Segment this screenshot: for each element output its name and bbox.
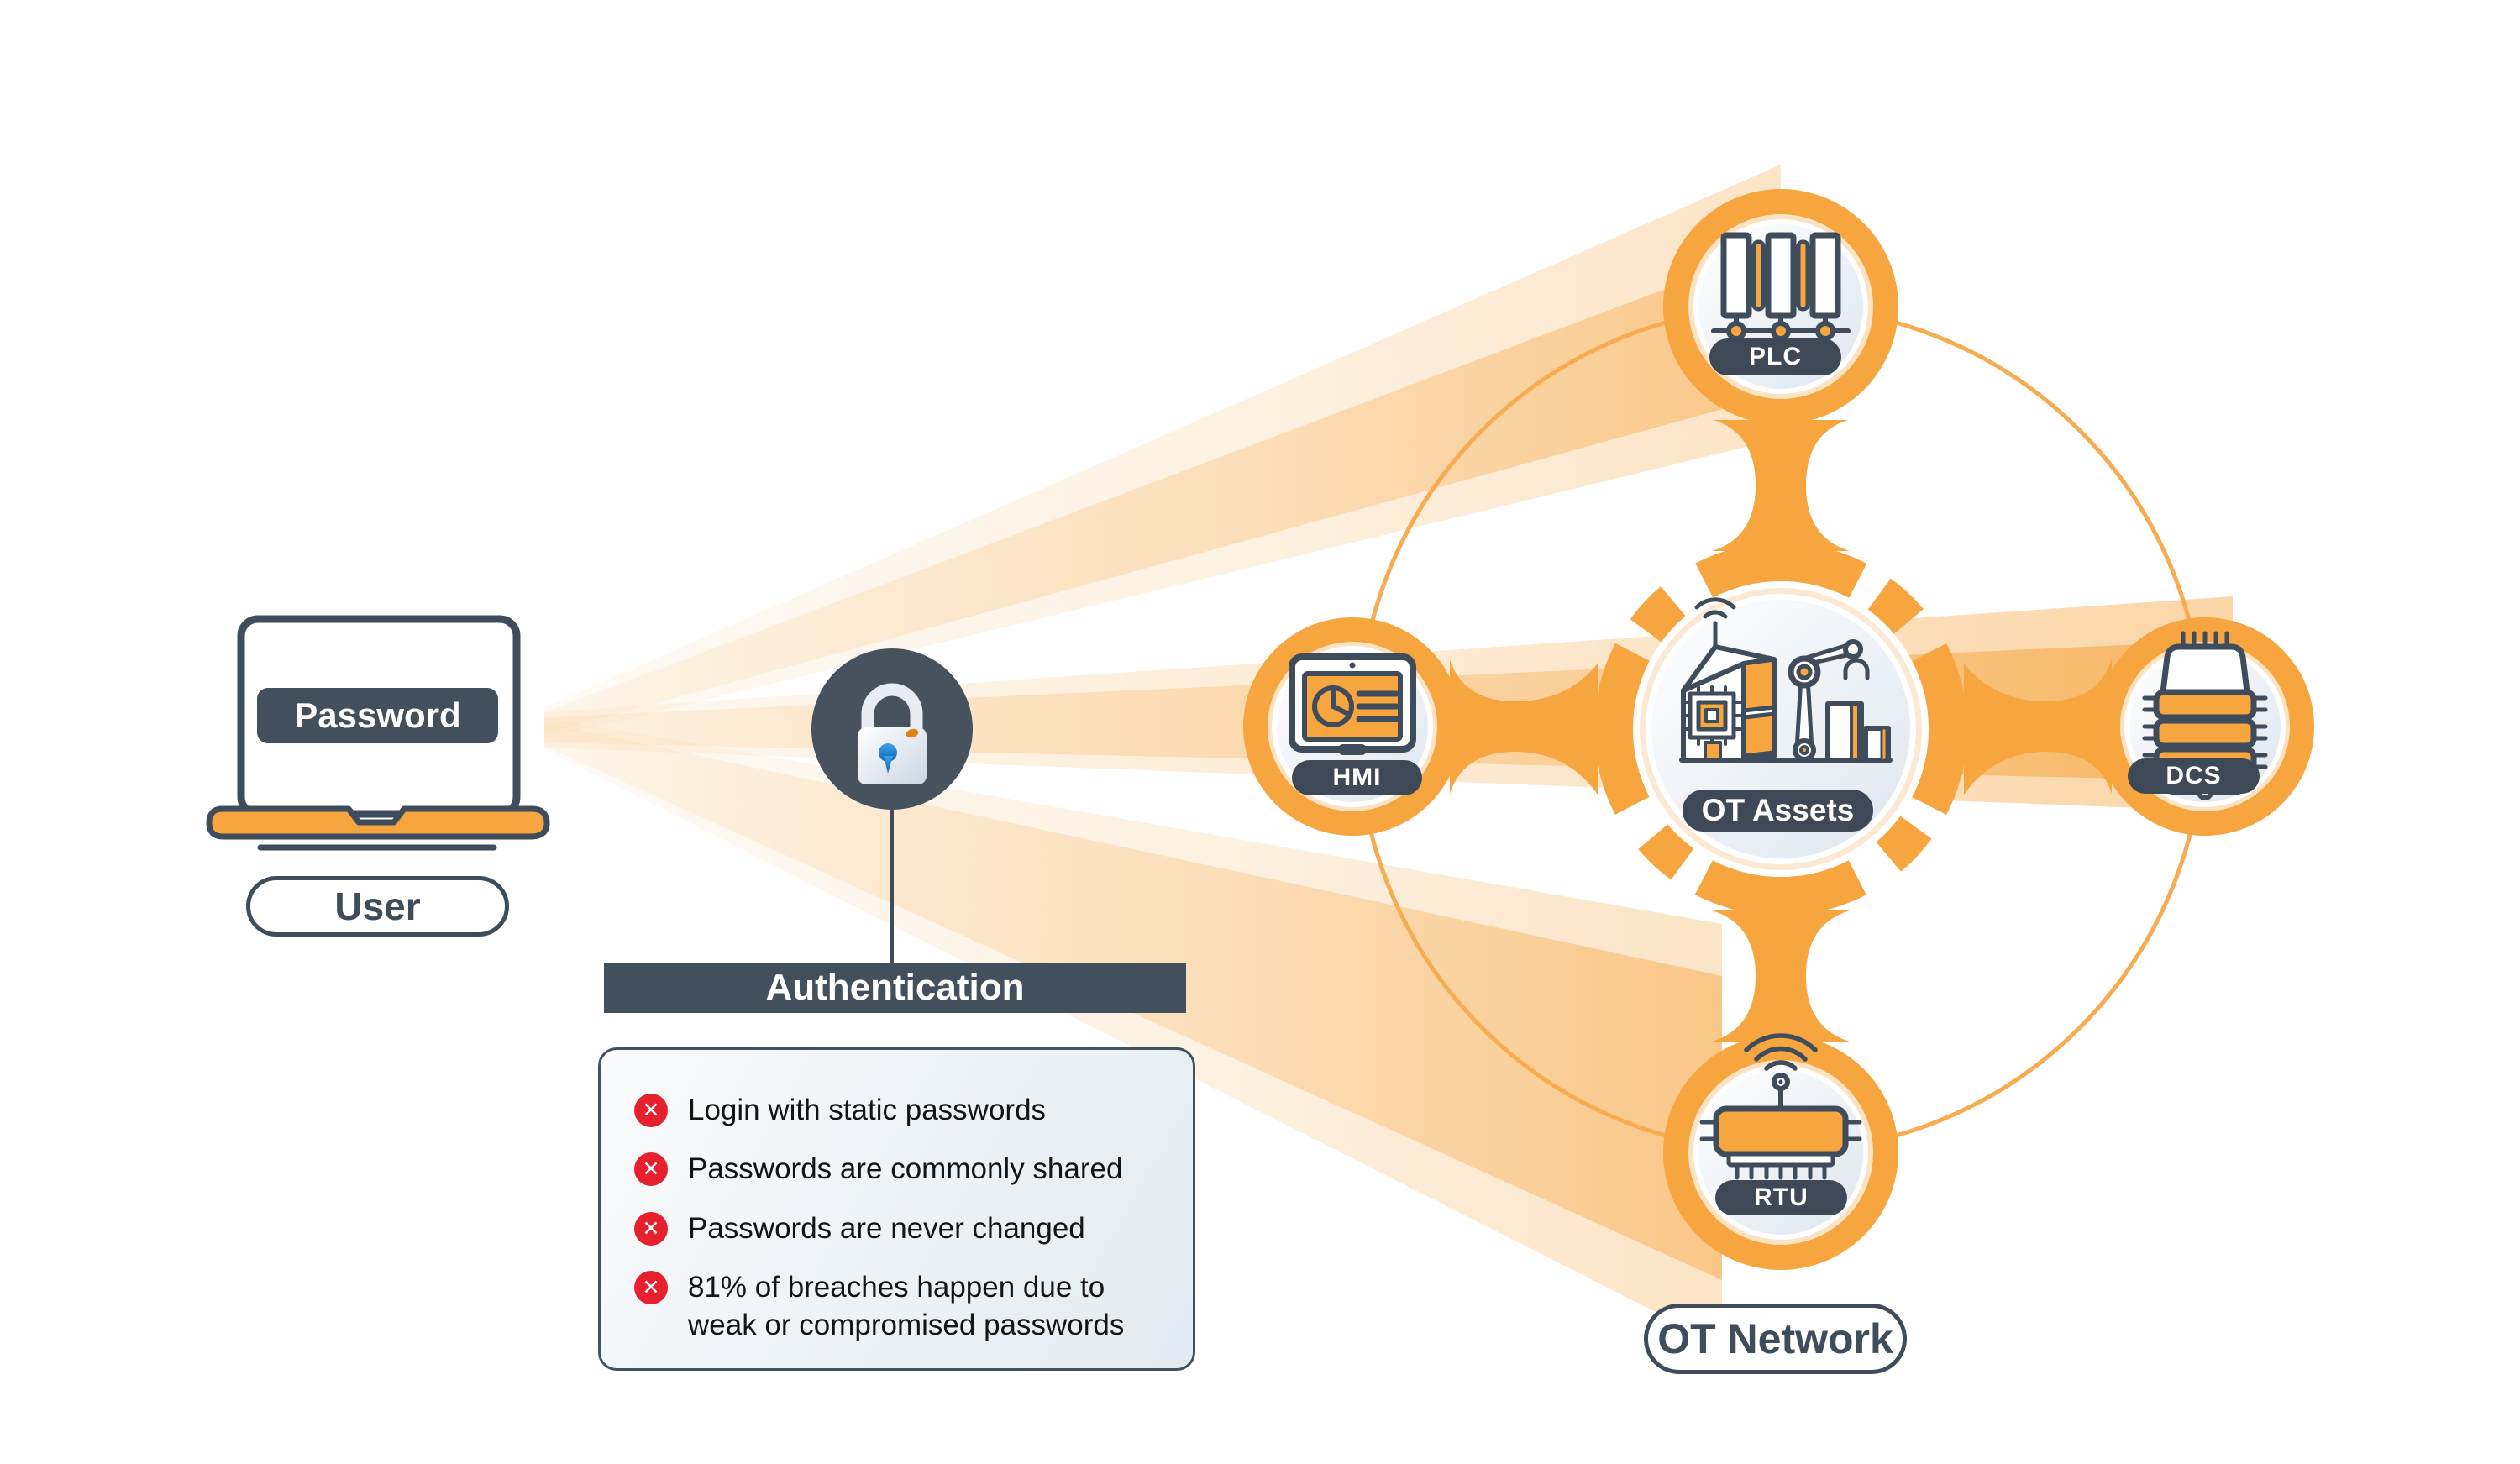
cross-icon: ✕ bbox=[634, 1271, 668, 1305]
node-label-plc: PLC bbox=[1709, 338, 1841, 375]
issue-text: 81% of breaches happen due to weak or co… bbox=[688, 1271, 1125, 1341]
issue-item: ✕ Passwords are commonly shared bbox=[634, 1151, 1122, 1188]
factory-robot-icon bbox=[1679, 597, 1893, 763]
authentication-issues-panel: ✕ Login with static passwords ✕ Password… bbox=[598, 1047, 1195, 1371]
padlock-icon bbox=[811, 648, 973, 810]
issue-text: Passwords are never changed bbox=[688, 1211, 1085, 1245]
password-label: Password bbox=[257, 688, 498, 743]
ot-network-label: OT Network bbox=[1644, 1304, 1907, 1374]
cross-icon: ✕ bbox=[634, 1211, 668, 1246]
user-label: User bbox=[246, 876, 509, 937]
ot-assets-node bbox=[1594, 543, 1967, 916]
issue-text: Passwords are commonly shared bbox=[688, 1152, 1123, 1186]
node-label-rtu: RTU bbox=[1715, 1180, 1847, 1215]
plc-modules-icon bbox=[1711, 232, 1851, 341]
issue-item: ✕ Passwords are never changed bbox=[634, 1210, 1085, 1247]
issue-item: ✕ 81% of breaches happen due to weak or … bbox=[634, 1269, 1146, 1344]
node-connectors bbox=[1450, 420, 2112, 1042]
node-label-hmi: HMI bbox=[1292, 760, 1422, 795]
node-label-dcs: DCS bbox=[2128, 758, 2260, 794]
hmi-screen-icon bbox=[1289, 653, 1416, 755]
issue-item: ✕ Login with static passwords bbox=[634, 1092, 1046, 1129]
node-label-ot-assets: OT Assets bbox=[1683, 790, 1873, 832]
cross-icon: ✕ bbox=[634, 1152, 668, 1187]
authentication-header: Authentication bbox=[604, 963, 1186, 1013]
rtu-chip-antenna-icon bbox=[1699, 1033, 1862, 1180]
issue-text: Login with static passwords bbox=[688, 1094, 1047, 1126]
cross-icon: ✕ bbox=[634, 1094, 668, 1127]
